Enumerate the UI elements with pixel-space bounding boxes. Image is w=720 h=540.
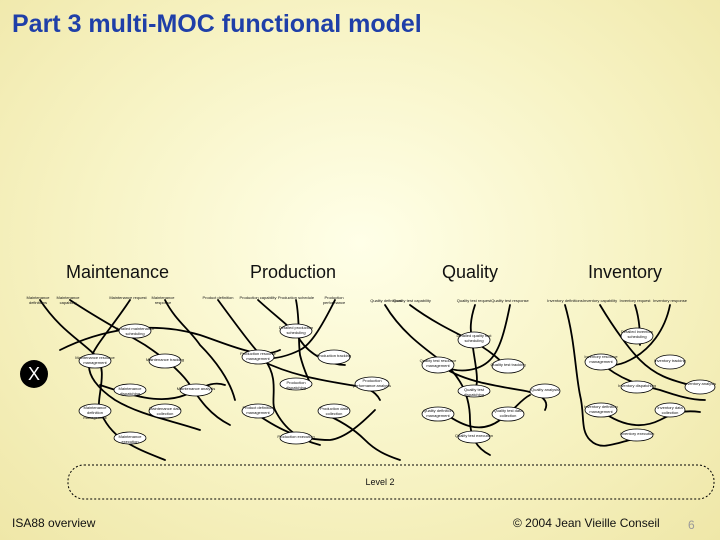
label-quality-test-request: Quality test request (456, 298, 492, 303)
label-inventory-analysis: Inventory analysis (683, 381, 716, 386)
label-maintenance-response: Maintenance response (151, 295, 175, 305)
maintenance-flow-3 (88, 299, 201, 431)
label-maintenance-detailed-scheduling: Detailed maintenance scheduling (115, 326, 155, 336)
label-production-dispatching: Production dispatching (285, 380, 307, 390)
label-production-capability: Production capability (239, 295, 277, 300)
label-maintenance-capability: Maintenance capability (56, 295, 80, 305)
label-inventory-dispatching: Inventory dispatching (618, 383, 656, 388)
label-quality-test-capability: Quality test capability (393, 298, 431, 303)
production-flow-5 (259, 359, 381, 401)
x-marker-icon: X (20, 360, 48, 388)
label-maintenance-definitions: Maintenance definitions (26, 295, 50, 305)
label-production-schedule: Production schedule (277, 295, 315, 300)
footer-copyright: © 2004 Jean Vieille Conseil (513, 516, 660, 530)
label-inventory-definition-management: Inventory definition management (584, 404, 618, 414)
footer-left: ISA88 overview (12, 516, 96, 530)
quality-flow-5 (439, 364, 548, 411)
label-production-resource-management: Production resource management (240, 351, 276, 361)
inventory-flow-6 (599, 409, 701, 427)
label-inventory-response: Inventory response (652, 298, 688, 303)
label-quality-resource-management: Quality test resource management (419, 358, 457, 368)
header-maintenance: Maintenance (66, 262, 170, 282)
label-inventory-data-collection: Inventory data collection (657, 405, 683, 415)
production-flow-3 (295, 299, 311, 386)
label-maintenance-analysis: Maintenance analysis (176, 386, 216, 391)
header-quality: Quality (442, 262, 499, 282)
label-maintenance-request: Maintenance request (109, 295, 147, 300)
label-inventory-definitions: Inventory definitions (547, 298, 583, 303)
header-inventory: Inventory (588, 262, 663, 282)
label-production-tracking: Production tracking (316, 353, 352, 358)
label-inventory-capability: Inventory capability (582, 298, 618, 303)
label-maintenance-execution: Maintenance execution (118, 434, 142, 444)
maintenance-flow-5 (59, 326, 281, 355)
slide-title: Part 3 multi-MOC functional model (12, 10, 422, 38)
maintenance-flow-4 (164, 299, 236, 401)
label-quality-definition-management: Quality definition management (423, 408, 453, 418)
label-quality-test-dispatching: Quality test dispatching (463, 387, 485, 397)
label-inventory-tracking: Inventory tracking (654, 358, 686, 363)
label-production-detailed-scheduling: Detailed production scheduling (278, 325, 314, 335)
page-number: 6 (688, 518, 695, 532)
label-maintenance-definition-management: Maintenance definition management (83, 405, 107, 420)
inventory-flow-5 (599, 361, 706, 401)
level-2-label: Level 2 (365, 477, 395, 487)
inventory-flow-1 (564, 304, 631, 447)
inventory-flow-2 (599, 304, 691, 386)
label-inventory-resource-management: Inventory resource management (584, 354, 618, 364)
label-maintenance-data-collection: Maintenance data collection (149, 406, 181, 416)
production-flow-6 (257, 409, 376, 441)
label-inventory-execution: Inventory execution (619, 431, 655, 436)
quality-flow-4 (439, 304, 511, 372)
label-production-data-collection: Production data collection (319, 406, 349, 416)
label-inventory-detailed-scheduling: Detailed inventory scheduling (620, 329, 654, 339)
label-quality-definitions: Quality definitions (370, 298, 402, 303)
label-quality-detailed-scheduling: Detailed quality test scheduling (456, 333, 492, 343)
label-quality-test-tracking: Quality test tracking (490, 362, 526, 367)
label-inventory-request: Inventory request (619, 298, 651, 303)
label-production-execution: Production execution (277, 434, 315, 439)
label-maintenance-dispatching: Maintenance dispatching (118, 386, 142, 396)
label-quality-analysis: Quality analysis (530, 387, 559, 392)
label-production-performance-analysis: Production performance analysis (352, 378, 392, 388)
label-product-definition: Product definition (202, 295, 234, 300)
label-quality-test-response: Quality test response (491, 298, 529, 303)
label-product-definition-management: Product definition management (242, 405, 274, 415)
label-maintenance-resource-management: Maintenance resource management (75, 355, 115, 365)
level-2-bar (67, 464, 715, 500)
production-flow-7 (319, 411, 401, 461)
label-quality-test-execution: Quality test execution (454, 433, 494, 438)
label-maintenance-tracking: Maintenance tracking (145, 357, 185, 362)
label-quality-data-collection: Quality test data collection (493, 408, 523, 418)
header-production: Production (250, 262, 337, 282)
label-production-performance: Production performance (322, 295, 346, 305)
